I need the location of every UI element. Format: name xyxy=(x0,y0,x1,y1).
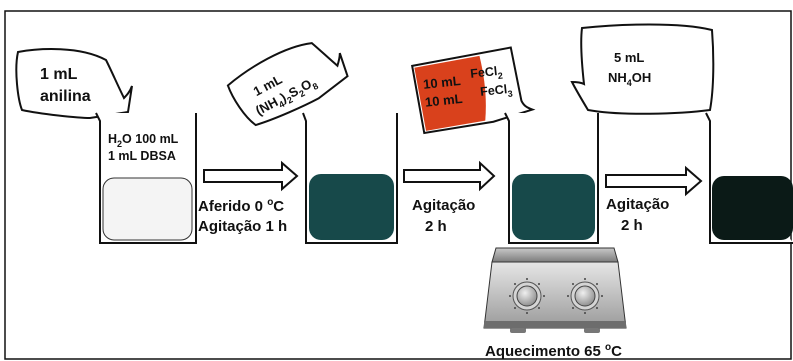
ammonia-volume: 5 mL xyxy=(614,50,644,65)
ammonia-formula: NH4OH xyxy=(608,70,651,88)
heating-caption: Aquecimento 65 oC xyxy=(485,342,622,360)
arrow-2-stir: Agitação xyxy=(412,197,475,214)
arrow-3: Agitação 2 h xyxy=(605,165,703,234)
reagent-flask-ammonia: 5 mL NH4OH xyxy=(570,23,715,115)
hot-plate: Aquecimento 65 oC xyxy=(483,247,627,360)
beaker-2-liquid xyxy=(309,174,394,240)
ferric-chloride-label: FeCl3 xyxy=(480,82,514,102)
arrow-3-stir: Agitação xyxy=(606,196,669,213)
arrow-3-time: 2 h xyxy=(621,217,643,234)
arrow-1-temp: Aferido 0 oC xyxy=(198,197,284,215)
arrow-1: Aferido 0 oC Agitação 1 h xyxy=(198,160,299,235)
arrow-1-stir: Agitação 1 h xyxy=(198,218,287,235)
ferrous-chloride-label: FeCl2 xyxy=(470,64,504,84)
arrow-2-time: 2 h xyxy=(425,218,447,235)
reagent-flask-anilina: 1 mL anilina xyxy=(15,48,133,120)
hot-plate-body xyxy=(483,261,627,329)
iron-chloride-volume-2: 10 mL xyxy=(424,91,463,110)
hot-plate-top xyxy=(491,247,619,263)
beaker-3 xyxy=(504,112,599,244)
beaker-3-liquid xyxy=(512,174,595,240)
beaker-4-liquid xyxy=(712,176,793,240)
iron-chloride-fill xyxy=(414,55,486,131)
hot-plate-foot-right xyxy=(584,328,600,333)
beaker-1-liquid xyxy=(102,177,193,241)
heat-knob-icon xyxy=(509,278,545,314)
hot-plate-foot-left xyxy=(510,328,526,333)
anilina-volume: 1 mL xyxy=(40,66,78,83)
iron-chloride-volume-1: 10 mL xyxy=(422,73,461,92)
beaker-4 xyxy=(705,112,793,244)
arrow-2: Agitação 2 h xyxy=(403,160,496,235)
stir-knob-icon xyxy=(567,278,603,314)
beaker-1-dbsa: 1 mL DBSA xyxy=(108,149,176,163)
beaker-1-water: H2O 100 mL xyxy=(108,132,179,149)
anilina-label: anilina xyxy=(40,88,91,105)
beaker-1: H2O 100 mL 1 mL DBSA xyxy=(95,112,197,244)
beaker-2 xyxy=(302,112,398,244)
